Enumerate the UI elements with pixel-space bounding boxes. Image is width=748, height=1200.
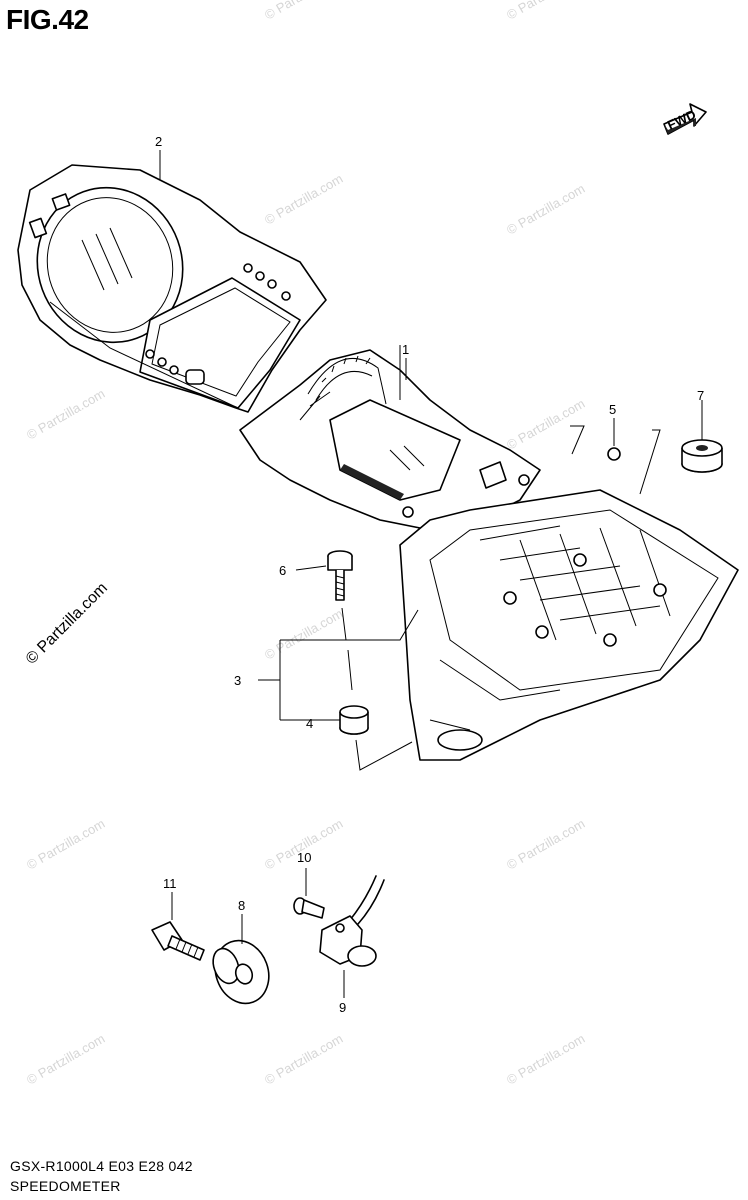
speed-sensor-part-9 bbox=[319, 875, 385, 967]
watermark: © Partzilla.com bbox=[504, 1031, 587, 1088]
callout-labels: 2 1 5 7 6 3 4 10 11 8 9 bbox=[155, 134, 704, 1015]
callout-3: 3 bbox=[234, 673, 241, 688]
rotor-part-8 bbox=[212, 939, 270, 1005]
screw-part-10 bbox=[293, 897, 325, 919]
watermark: © Partzilla.com bbox=[504, 396, 587, 453]
callout-11: 11 bbox=[163, 876, 177, 891]
watermark: © Partzilla.com bbox=[24, 816, 107, 873]
callout-7: 7 bbox=[697, 388, 704, 403]
watermark: © Partzilla.com bbox=[24, 1031, 107, 1088]
callout-1: 1 bbox=[402, 342, 409, 357]
callout-10: 10 bbox=[297, 850, 311, 865]
meter-assembly-part-1 bbox=[239, 345, 541, 531]
callout-5: 5 bbox=[609, 402, 616, 417]
callout-6: 6 bbox=[279, 563, 286, 578]
watermark: © Partzilla.com bbox=[262, 606, 345, 663]
grommet-part-4 bbox=[339, 705, 369, 735]
grommet-part-7 bbox=[681, 400, 723, 473]
watermark: © Partzilla.com bbox=[262, 171, 345, 228]
watermark: © Partzilla.com bbox=[262, 0, 345, 23]
callout-8: 8 bbox=[238, 898, 245, 913]
watermark: © Partzilla.com bbox=[262, 1031, 345, 1088]
meter-cover-part-2 bbox=[17, 164, 327, 413]
leader-lines bbox=[159, 150, 703, 998]
watermark: © Partzilla.com bbox=[504, 181, 587, 238]
watermark-prominent: © Partzilla.com bbox=[23, 580, 111, 668]
model-code: GSX-R1000L4 E03 E28 042 bbox=[10, 1158, 193, 1174]
section-name: SPEEDOMETER bbox=[10, 1178, 121, 1194]
callout-9: 9 bbox=[339, 1000, 346, 1015]
bolt-part-11 bbox=[151, 921, 205, 961]
watermark: © Partzilla.com bbox=[504, 0, 587, 23]
callout-2: 2 bbox=[155, 134, 162, 149]
callout-4: 4 bbox=[306, 716, 313, 731]
fwd-arrow-icon: FWD bbox=[663, 103, 707, 135]
fwd-label: FWD bbox=[665, 107, 698, 133]
figure-title: FIG.42 bbox=[6, 4, 89, 35]
lower-cover bbox=[399, 489, 739, 761]
screw-part-6 bbox=[327, 550, 353, 601]
watermark: © Partzilla.com bbox=[24, 386, 107, 443]
watermark: © Partzilla.com bbox=[504, 816, 587, 873]
